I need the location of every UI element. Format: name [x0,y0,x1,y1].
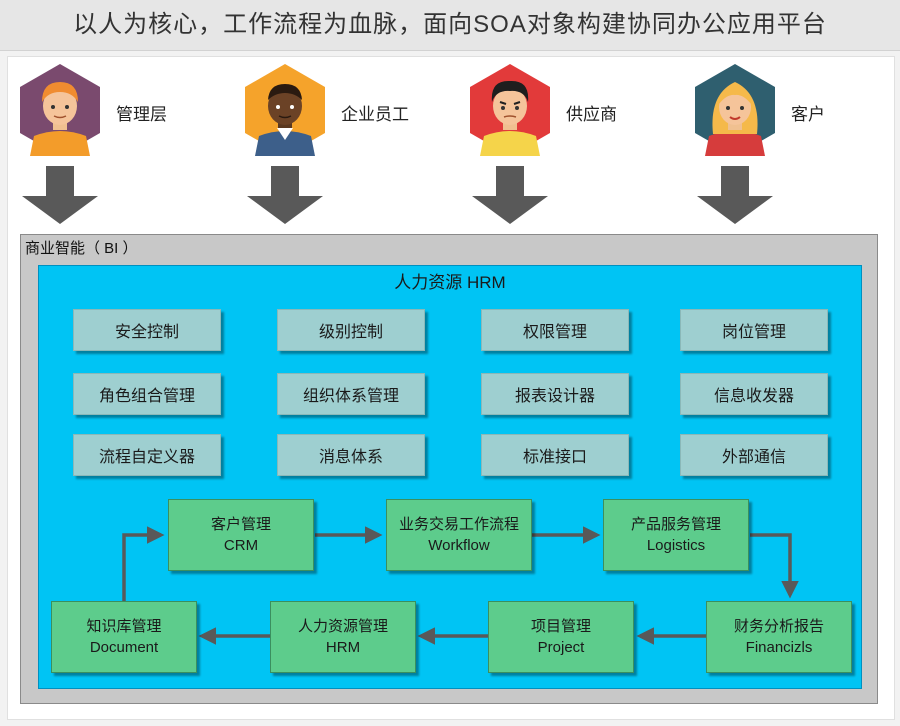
hrm-title: 人力资源 HRM [394,273,506,292]
module-message-system: 消息体系 [277,434,425,476]
flow-hrm-en: HRM [325,639,361,656]
down-arrow-icon [697,166,773,224]
bi-label: 商业智能（ BI ） [25,240,138,257]
flow-logistics-cn: 产品服务管理 [630,516,721,533]
down-arrow-icon [472,166,548,224]
module-report-designer: 报表设计器 [481,373,629,415]
manager-avatar-icon [20,64,100,156]
user-label-employee: 企业员工 [341,105,409,124]
flow-workflow: 业务交易工作流程 Workflow [386,499,532,571]
module-process-customizer: 流程自定义器 [73,434,221,476]
user-label-customer: 客户 [791,105,825,124]
module-position-management: 岗位管理 [680,309,828,351]
flow-hrm: 人力资源管理 HRM [270,601,416,673]
flow-workflow-cn: 业务交易工作流程 [398,516,519,533]
flow-logistics: 产品服务管理 Logistics [603,499,749,571]
flow-crm-cn: 客户管理 [210,516,271,533]
flow-project: 项目管理 Project [488,601,634,673]
supplier-avatar-icon [470,64,550,156]
employee-avatar-icon [245,64,325,156]
down-arrow-icon [247,166,323,224]
flow-project-en: Project [537,639,585,656]
user-label-supplier: 供应商 [566,105,617,124]
flow-logistics-en: Logistics [646,537,706,554]
flow-document-cn: 知识库管理 [86,618,162,635]
flow-document-en: Document [89,639,159,656]
flow-finance-cn: 财务分析报告 [733,618,824,635]
flow-finance-en: Financizls [745,639,813,656]
module-message-transceiver: 信息收发器 [680,373,828,415]
flow-project-cn: 项目管理 [530,618,591,635]
flow-crm-en: CRM [223,537,259,554]
customer-avatar-icon [695,64,775,156]
flow-finance: 财务分析报告 Financizls [706,601,852,673]
module-role-management: 角色组合管理 [73,373,221,415]
module-external-communication: 外部通信 [680,434,828,476]
user-label-manager: 管理层 [116,105,167,124]
flow-workflow-en: Workflow [428,537,490,554]
page-title: 以人为核心，工作流程为血脉，面向SOA对象构建协同办公应用平台 [0,0,900,51]
module-level-control: 级别控制 [277,309,425,351]
flow-hrm-cn: 人力资源管理 [297,618,388,635]
module-standard-interface: 标准接口 [481,434,629,476]
down-arrow-icon [22,166,98,224]
flow-document: 知识库管理 Document [51,601,197,673]
module-permission-management: 权限管理 [481,309,629,351]
module-security-control: 安全控制 [73,309,221,351]
flow-crm: 客户管理 CRM [168,499,314,571]
module-organization-management: 组织体系管理 [277,373,425,415]
